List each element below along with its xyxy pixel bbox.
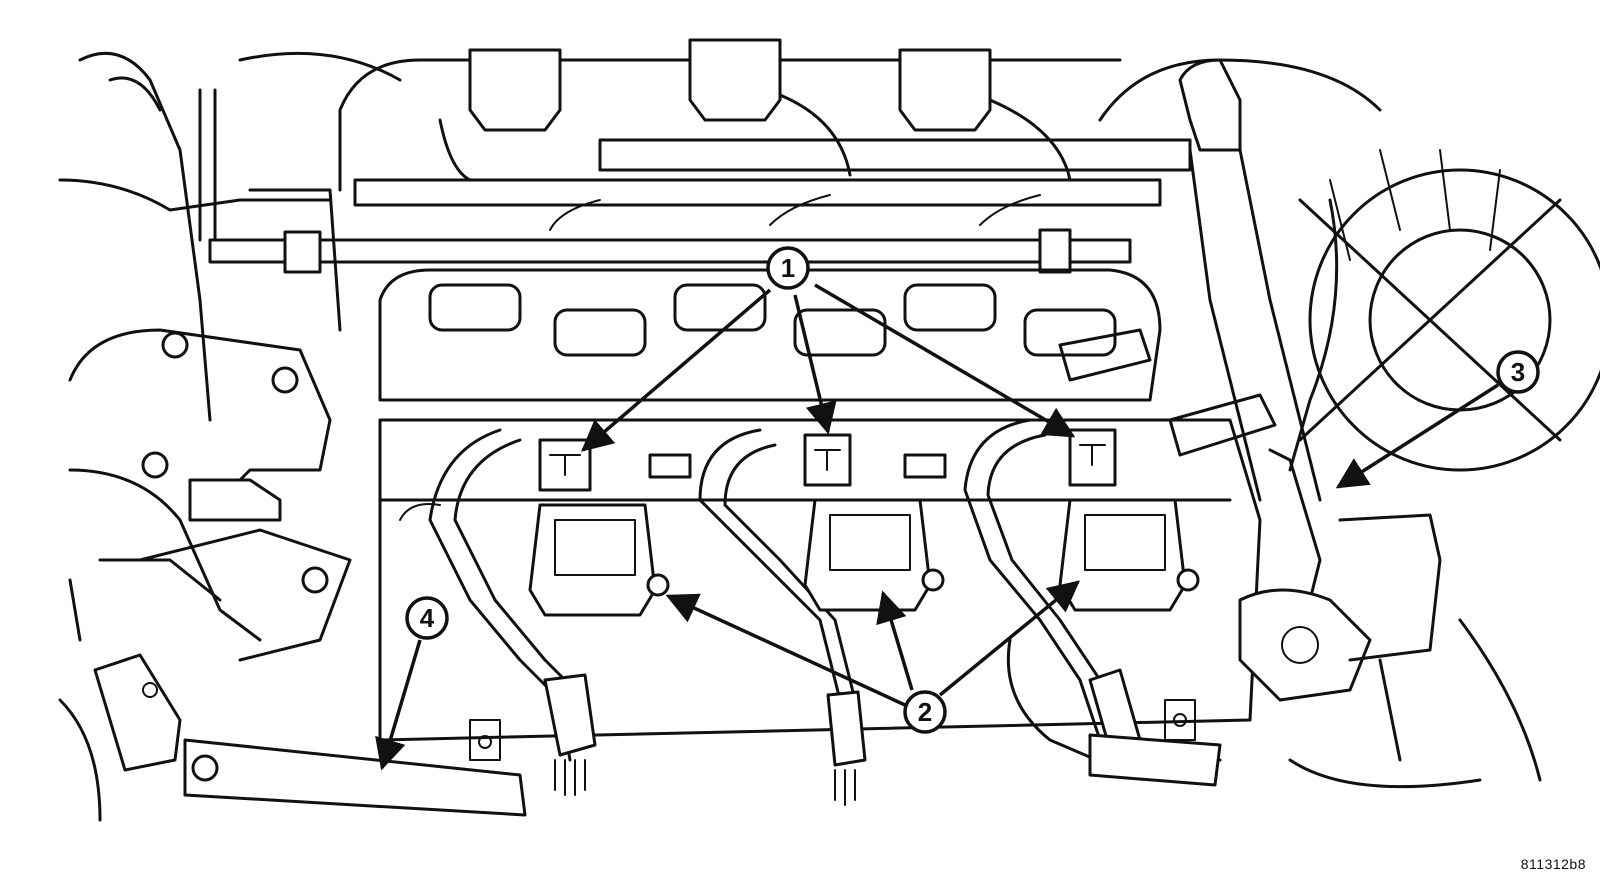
callout-4-label: 4	[420, 603, 435, 633]
leader-1c	[814, 283, 1076, 438]
leader-2a	[665, 593, 906, 707]
callout-4: 4	[405, 596, 449, 640]
callout-3-label: 3	[1511, 357, 1525, 387]
callout-2: 2	[903, 690, 947, 734]
leader-lines	[375, 283, 1499, 771]
leader-1b	[793, 294, 837, 435]
figure-id: 811312b8	[1520, 856, 1586, 872]
leader-4	[375, 639, 422, 771]
leader-2b	[876, 590, 914, 691]
callout-1: 1	[766, 246, 810, 290]
callout-3: 3	[1496, 350, 1540, 394]
leader-3	[1335, 383, 1499, 489]
leader-2c	[938, 580, 1081, 697]
engine-line-art	[58, 38, 1600, 822]
callout-2-label: 2	[918, 697, 932, 727]
leader-1a	[581, 288, 772, 452]
callout-1-label: 1	[781, 253, 795, 283]
